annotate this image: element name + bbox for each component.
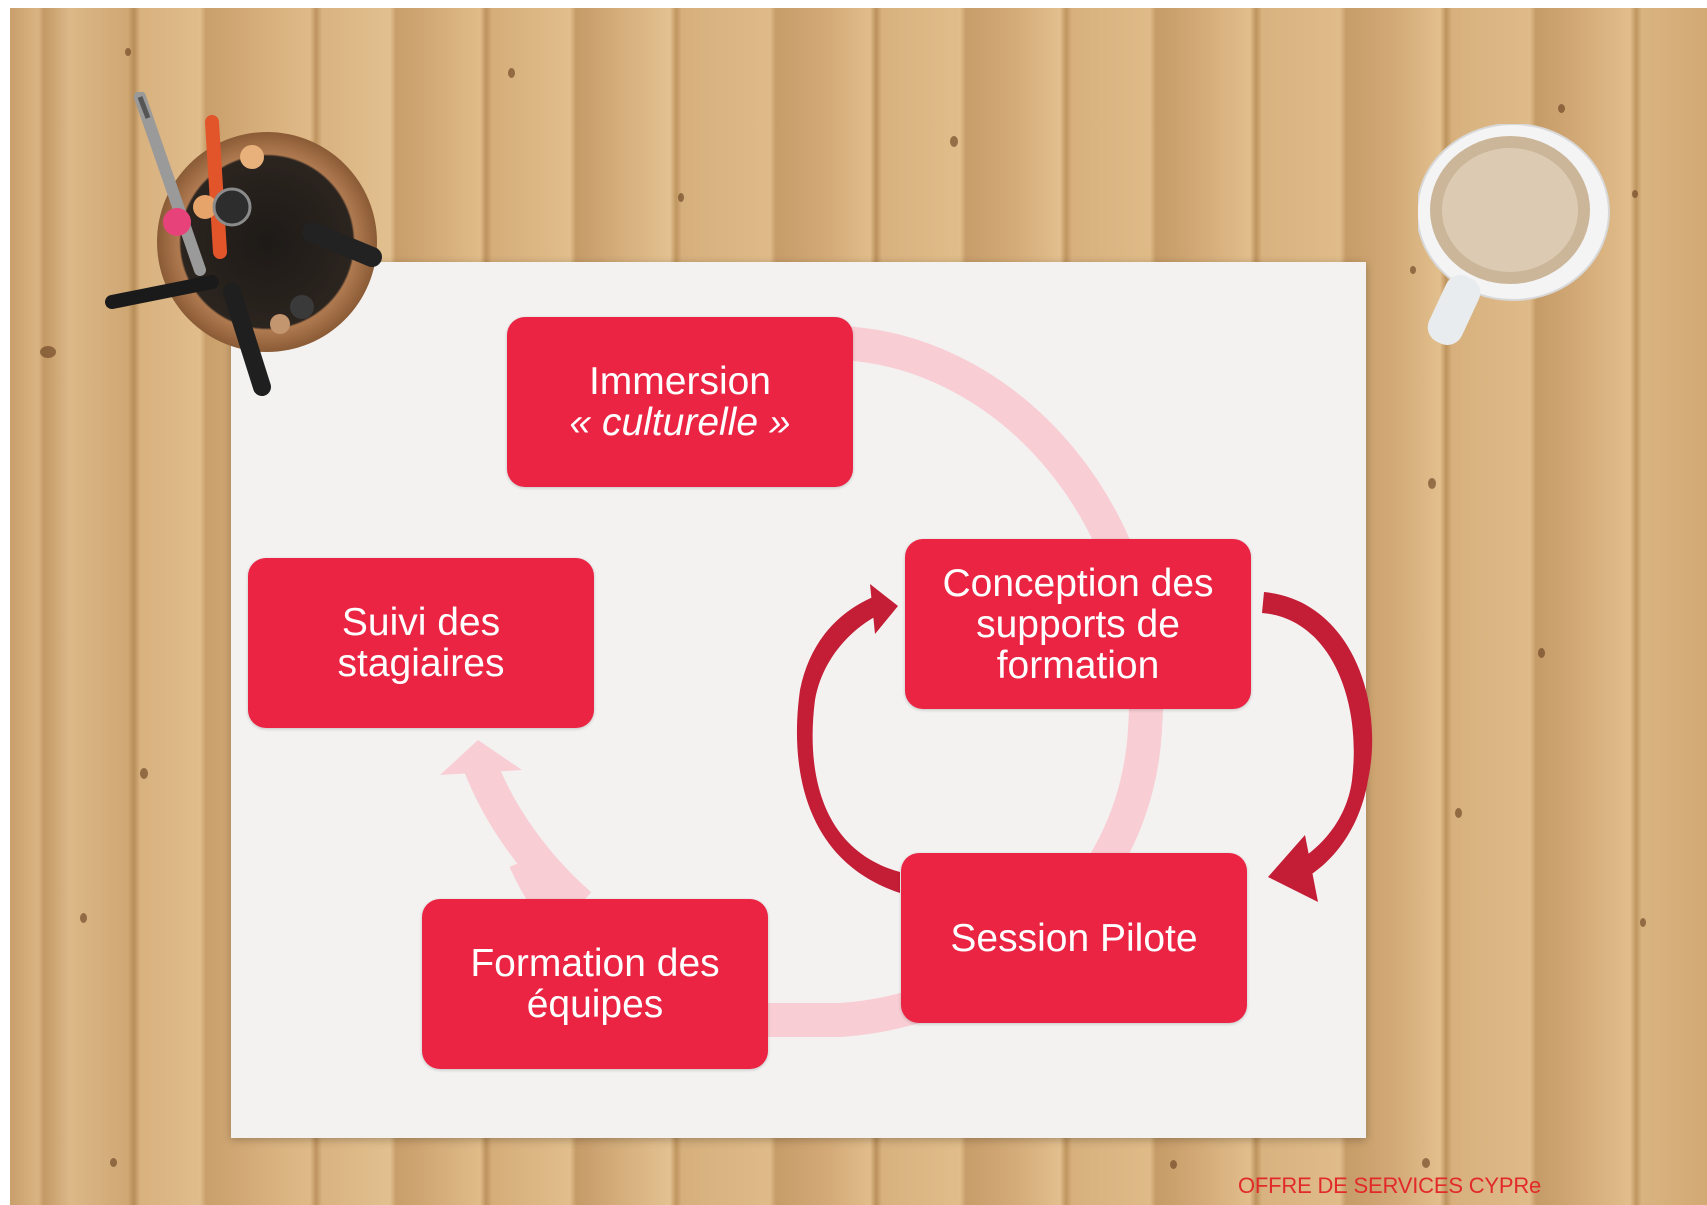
wood-knot <box>950 136 958 147</box>
step-label: formation <box>996 643 1160 687</box>
wood-knot <box>1455 808 1462 818</box>
step-label: « culturelle » <box>569 401 791 444</box>
step-session-pilote[interactable]: Session Pilote <box>901 853 1247 1023</box>
step-conception[interactable]: Conception des supports de formation <box>905 539 1251 709</box>
wood-knot <box>1640 918 1646 927</box>
wood-knot <box>1428 478 1436 489</box>
step-label: Suivi des <box>341 601 501 644</box>
wood-knot <box>1410 266 1416 274</box>
step-label: Formation des <box>470 942 720 985</box>
step-label: Conception des <box>942 561 1214 605</box>
wood-knot <box>1170 1160 1177 1169</box>
wood-knot <box>1632 190 1638 198</box>
step-label: Immersion <box>588 360 772 403</box>
step-label: équipes <box>526 983 664 1026</box>
step-immersion[interactable]: Immersion « culturelle » <box>507 317 853 487</box>
wood-knot <box>1422 1158 1430 1168</box>
wood-knot <box>125 48 131 56</box>
wood-knot <box>40 346 56 358</box>
wood-knot <box>508 68 515 78</box>
wood-knot <box>1538 648 1545 658</box>
wood-knot <box>110 1158 117 1167</box>
step-label: Session Pilote <box>950 916 1198 960</box>
cycle-ring-tail <box>462 753 592 918</box>
step-suivi[interactable]: Suivi des stagiaires <box>248 558 594 728</box>
footer-text: OFFRE DE SERVICES CYPRe <box>1238 1173 1542 1198</box>
loop-arrow-right <box>1262 592 1373 885</box>
wood-knot <box>80 913 87 923</box>
cycle-ring-arrowhead <box>440 740 522 775</box>
step-label: stagiaires <box>337 642 505 685</box>
loop-arrow-right-head <box>1268 835 1318 902</box>
loop-arrow-left <box>796 595 900 893</box>
loop-arrow-left-head <box>870 584 898 634</box>
step-formation[interactable]: Formation des équipes <box>422 899 768 1069</box>
wood-knot <box>140 768 148 779</box>
coffee-cup-icon <box>1418 124 1610 345</box>
wood-knot <box>678 193 684 202</box>
step-label: supports de <box>976 602 1180 646</box>
pencil-cup-icon <box>105 92 382 396</box>
wood-knot <box>1558 104 1565 113</box>
